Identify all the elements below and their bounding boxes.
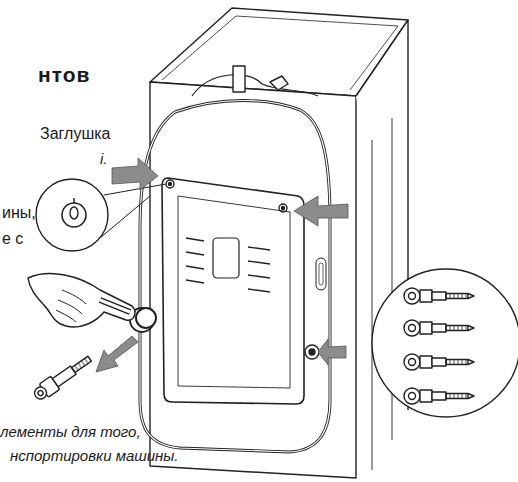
section-heading: нтов xyxy=(38,62,90,87)
cropped-text: і. xyxy=(100,150,108,168)
part-label: Заглушка xyxy=(40,124,110,143)
transport-bolt xyxy=(404,320,474,336)
caption: лементы для того, нспортировки машины. xyxy=(0,420,225,468)
transport-bolt xyxy=(404,288,474,304)
cropped-text: е с xyxy=(2,229,23,248)
cropped-text: ины, xyxy=(2,203,36,222)
transport-bolt xyxy=(404,388,474,404)
transport-bolt xyxy=(404,354,474,370)
